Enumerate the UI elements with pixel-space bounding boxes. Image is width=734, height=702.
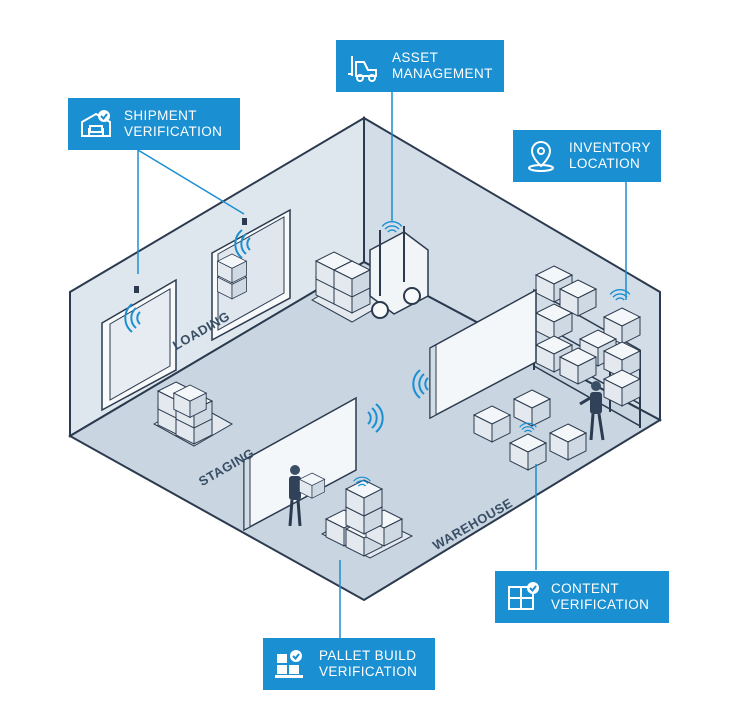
loading-door-right — [211, 208, 291, 342]
worker-packer — [288, 465, 325, 527]
staging-partition — [243, 396, 384, 532]
callout-shipment-line1: SHIPMENT — [124, 108, 197, 123]
forklift-icon — [346, 48, 382, 84]
warehouse-partition — [412, 288, 537, 420]
callout-inventory-line2: LOCATION — [569, 156, 641, 171]
pallet-check-icon — [273, 646, 309, 682]
callout-pallet-line1: PALLET BUILD — [319, 648, 417, 663]
callout-content-line2: VERIFICATION — [551, 597, 650, 612]
callout-shipment-line2: VERIFICATION — [124, 124, 223, 139]
staging-pallet — [152, 381, 234, 447]
callout-pallet-line2: VERIFICATION — [319, 664, 418, 679]
pallet-build — [320, 476, 414, 559]
worker-scanner — [579, 381, 605, 441]
truck-check-icon — [78, 106, 114, 142]
callout-content-line1: CONTENT — [551, 581, 620, 596]
callout-inventory-line1: INVENTORY — [569, 140, 651, 155]
connector-lines — [137, 92, 627, 638]
loading-door-left — [101, 278, 177, 412]
callout-asset-line2: MANAGEMENT — [392, 66, 493, 81]
forklift — [310, 221, 429, 323]
callout-asset-line1: ASSET — [392, 50, 439, 65]
box-grid-check-icon — [505, 579, 541, 615]
location-pin-icon — [523, 138, 559, 174]
